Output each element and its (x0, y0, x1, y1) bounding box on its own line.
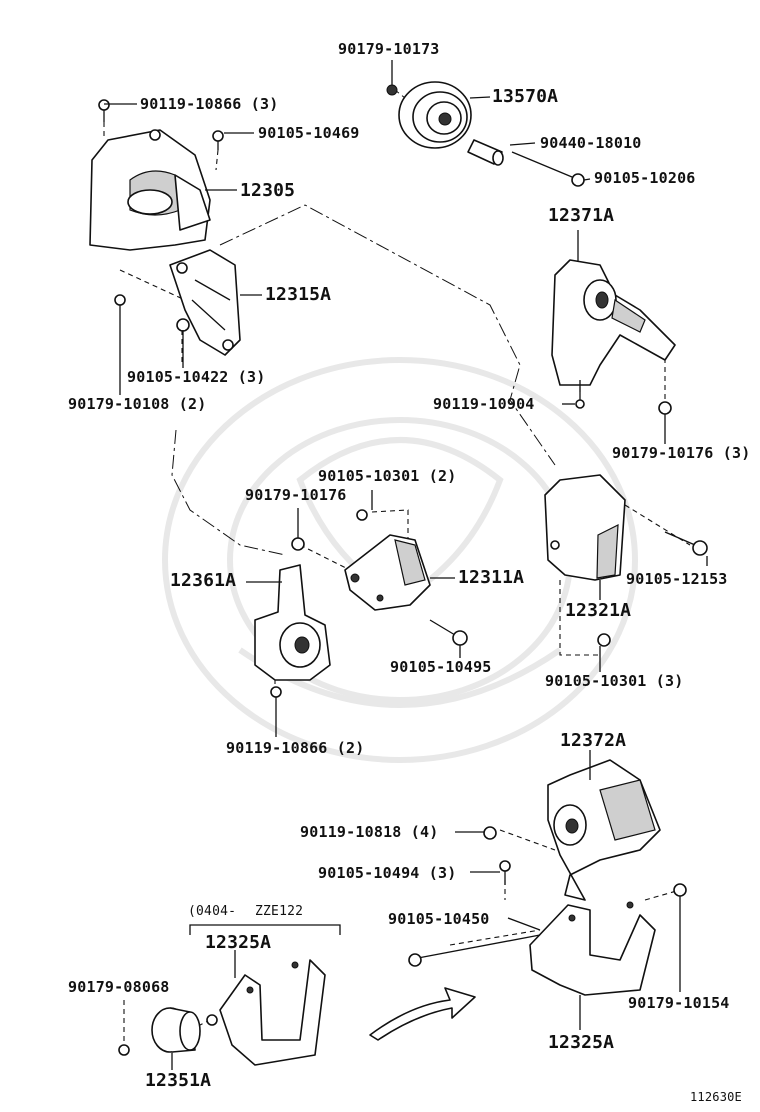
label-12315A: 12315A (265, 284, 332, 305)
label-90119-10904: 90119-10904 (433, 395, 535, 413)
label-12371A: 12371A (548, 205, 615, 226)
label-12305: 12305 (240, 180, 296, 201)
label-12311A: 12311A (458, 567, 525, 588)
part-13570A-pulley (398, 81, 472, 149)
part-12325A-left-bracket (219, 959, 326, 1066)
label-90105-10206: 90105-10206 (594, 169, 696, 187)
nut-90179-10173 (386, 84, 398, 96)
label-90179-10173: 90179-10173 (338, 40, 440, 58)
bolt-90105-10301-lower (597, 633, 611, 647)
label-90179-08068: 90179-08068 (68, 978, 170, 996)
range-note-model: ZZE122 (255, 904, 304, 919)
bolt-90119-10904 (575, 380, 585, 409)
label-13570A: 13570A (492, 86, 559, 107)
bolt-90105-10301-upper (356, 509, 368, 521)
part-12325A-right-bracket (529, 901, 656, 996)
bolt-90105-12153 (664, 531, 708, 556)
label-90105-10422-3: 90105-10422 (3) (127, 368, 266, 386)
leader-lines (104, 60, 708, 1070)
bolt-90105-10422 (176, 318, 190, 332)
label-90105-10495: 90105-10495 (390, 658, 492, 676)
label-12321A: 12321A (565, 600, 632, 621)
label-90105-10469: 90105-10469 (258, 124, 360, 142)
bolt-90105-10494 (499, 860, 511, 885)
nut-90179-10176-mid (291, 537, 305, 551)
label-12372A: 12372A (560, 730, 627, 751)
bolt-90119-10818 (483, 826, 497, 840)
label-90105-10301-2: 90105-10301 (2) (318, 467, 457, 485)
range-note-open: (0404- (188, 904, 237, 919)
bolt-90105-10495 (429, 619, 468, 646)
stud-12351A (206, 1014, 218, 1026)
part-12351A-bushing (151, 1007, 201, 1053)
label-90105-12153: 90105-12153 (626, 570, 728, 588)
nut-90179-10154 (673, 883, 687, 897)
nut-90179-10176-right (658, 401, 672, 415)
bolt-90119-10866-lower (270, 686, 282, 712)
reference-arrow (369, 987, 476, 1041)
part-12371A-mount (551, 259, 676, 386)
part-12321A-bracket (544, 474, 626, 581)
label-90119-10866-3: 90119-10866 (3) (140, 95, 279, 113)
bolt-90105-10206 (511, 151, 585, 187)
part-12372A-mount (547, 759, 661, 901)
label-12325A-top: 12325A (205, 932, 272, 953)
catalog-number: 112630E (690, 1090, 742, 1104)
bolt-90119-10866-top (98, 99, 110, 122)
label-90105-10450: 90105-10450 (388, 910, 490, 928)
label-90179-10108-2: 90179-10108 (2) (68, 395, 207, 413)
nut-90179-08068 (118, 1044, 130, 1056)
bolt-90105-10469 (212, 130, 224, 150)
label-90105-10494-3: 90105-10494 (3) (318, 864, 457, 882)
label-12351A: 12351A (145, 1070, 212, 1091)
part-12311A-bracket (344, 534, 431, 611)
label-90105-10301-3: 90105-10301 (3) (545, 672, 684, 690)
label-90179-10176-3: 90179-10176 (3) (612, 444, 751, 462)
label-90179-10176: 90179-10176 (245, 486, 347, 504)
bolt-90105-10450 (408, 934, 541, 967)
part-12315A-bracket (169, 249, 241, 356)
label-12361A: 12361A (170, 570, 237, 591)
label-12325A-bottom: 12325A (548, 1032, 615, 1053)
label-90119-10818-4: 90119-10818 (4) (300, 823, 439, 841)
part-12361A-mount (254, 564, 331, 681)
label-90119-10866-2: 90119-10866 (2) (226, 739, 365, 757)
label-90440-18010: 90440-18010 (540, 134, 642, 152)
part-90440-18010-collar (467, 139, 504, 166)
label-90179-10154: 90179-10154 (628, 994, 730, 1012)
part-12305-mount (89, 129, 211, 251)
range-note-bracket (189, 924, 341, 935)
nut-90179-10108 (114, 294, 126, 390)
